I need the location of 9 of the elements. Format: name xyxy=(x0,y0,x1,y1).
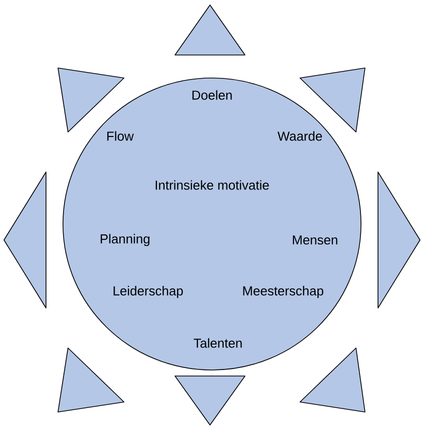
circle-label: Planning xyxy=(100,234,150,246)
circle-label: Mensen xyxy=(292,235,338,245)
circle-label: Talenten xyxy=(194,338,242,348)
circle-label: Meesterschap xyxy=(243,286,324,298)
circle-label: Intrinsieke motivatie xyxy=(156,180,269,190)
circle-label: Flow xyxy=(107,131,134,141)
circle-label: Leiderschap xyxy=(114,286,183,298)
circle-label: Waarde xyxy=(278,131,322,141)
circle-label: Doelen xyxy=(192,90,232,100)
